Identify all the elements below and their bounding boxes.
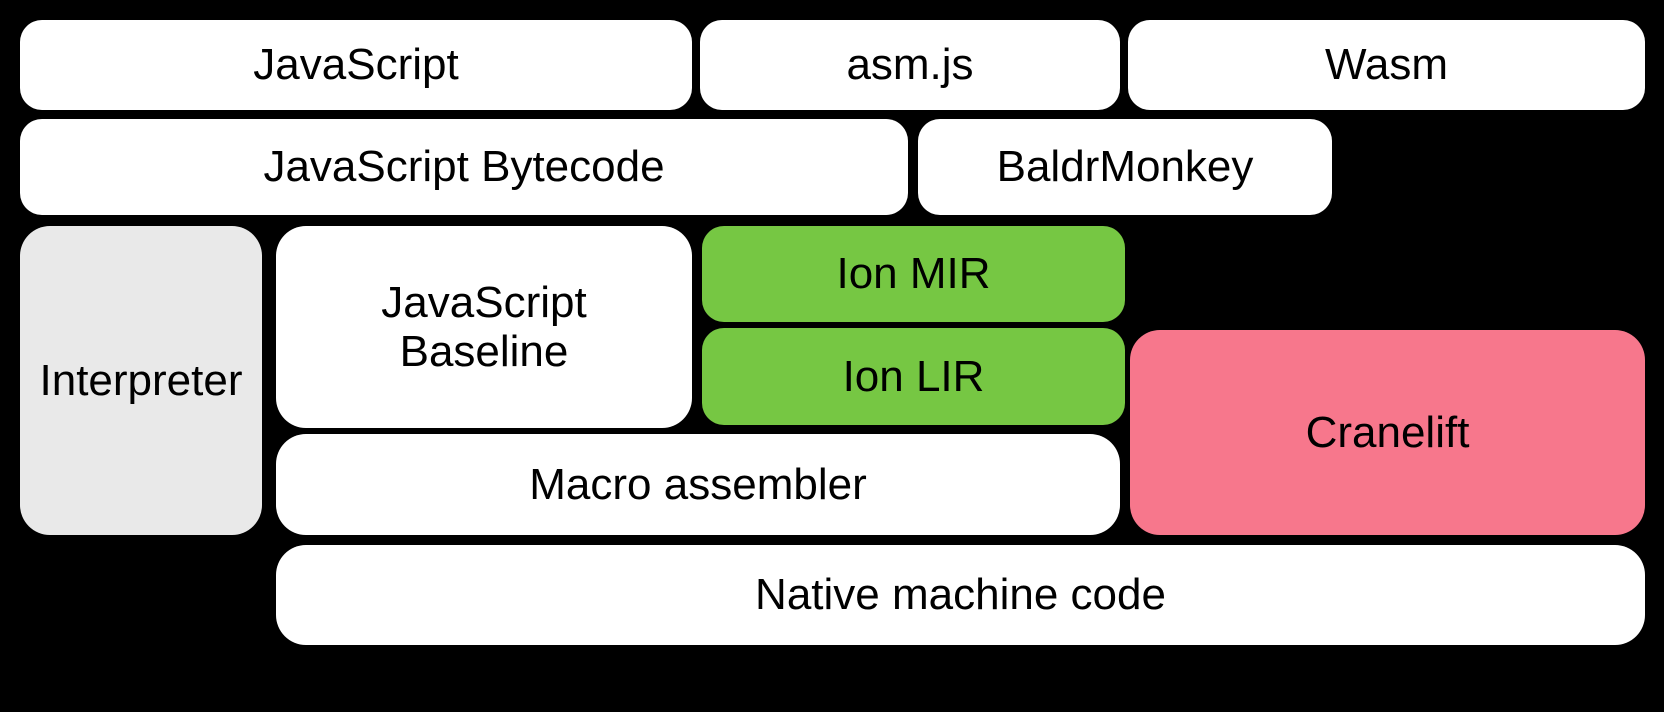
node-wasm: Wasm (1128, 20, 1645, 110)
node-interpreter: Interpreter (20, 226, 262, 535)
node-ion-lir: Ion LIR (702, 328, 1125, 425)
node-javascript: JavaScript (20, 20, 692, 110)
node-baldrmonkey: BaldrMonkey (918, 119, 1332, 215)
node-cranelift: Cranelift (1130, 330, 1645, 535)
node-ion-mir: Ion MIR (702, 226, 1125, 322)
node-native-machine-code: Native machine code (276, 545, 1645, 645)
node-javascript-bytecode: JavaScript Bytecode (20, 119, 908, 215)
node-javascript-baseline: JavaScript Baseline (276, 226, 692, 428)
node-macro-assembler: Macro assembler (276, 434, 1120, 535)
node-asmjs: asm.js (700, 20, 1120, 110)
